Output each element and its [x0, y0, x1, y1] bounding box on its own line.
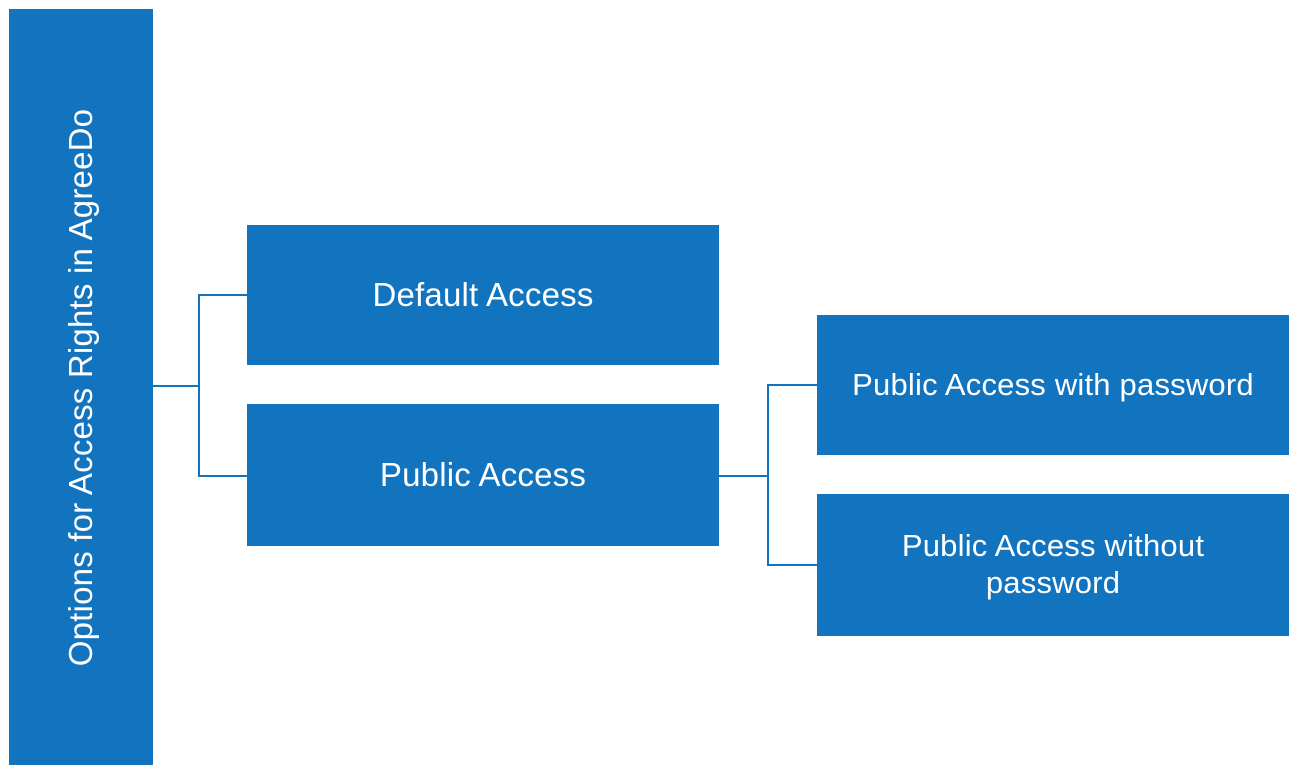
node-default-access[interactable]: Default Access: [247, 225, 719, 365]
node-public-access-without-password-label: Public Access without password: [901, 528, 1205, 600]
connector-to-public-without-password: [767, 564, 818, 566]
connector-to-public-access: [198, 475, 248, 477]
connector-root-stub: [152, 385, 200, 387]
root-node-access-rights[interactable]: Options for Access Rights in AgreeDo: [9, 9, 153, 765]
node-public-access-with-password[interactable]: Public Access with password: [817, 315, 1289, 455]
connector-public-access-stub: [719, 475, 769, 477]
root-node-label: Options for Access Rights in AgreeDo: [62, 108, 100, 666]
connector-to-public-with-password: [767, 384, 818, 386]
node-public-access-label: Public Access: [379, 455, 587, 493]
node-public-access-with-password-label: Public Access with password: [852, 366, 1254, 402]
node-public-access[interactable]: Public Access: [247, 404, 719, 546]
connector-right-spine: [767, 385, 769, 566]
connector-to-default-access: [198, 294, 248, 296]
node-default-access-label: Default Access: [372, 275, 594, 313]
node-public-access-without-password[interactable]: Public Access without password: [817, 494, 1289, 636]
connector-left-spine: [198, 295, 200, 477]
